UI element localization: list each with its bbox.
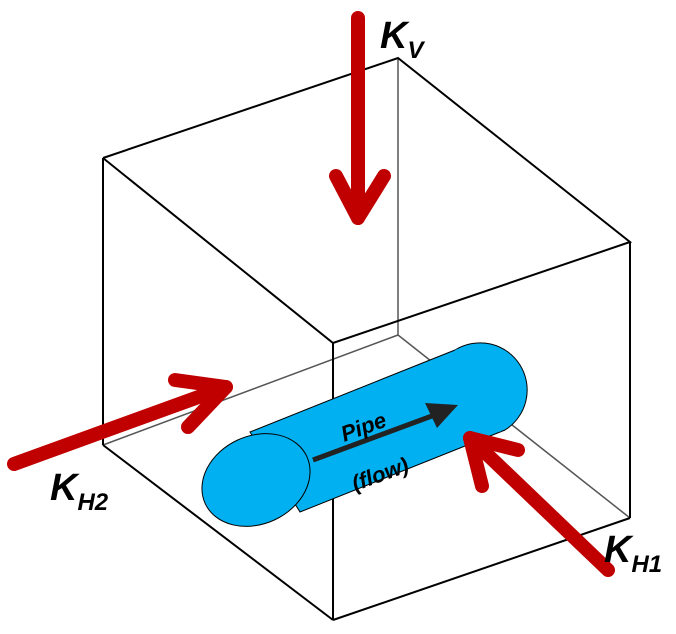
kh2-arrow — [7, 373, 233, 471]
pipe-end-cap — [201, 433, 311, 527]
kh1-label: KH1 — [604, 529, 662, 578]
kv-label: KV — [380, 15, 425, 64]
kv-arrow — [329, 11, 391, 225]
kh1-arrow — [463, 431, 615, 577]
pipe — [201, 342, 528, 527]
cube-front-edges — [102, 56, 633, 621]
flow-arrow — [312, 403, 458, 463]
kh2-label: KH2 — [50, 467, 109, 516]
